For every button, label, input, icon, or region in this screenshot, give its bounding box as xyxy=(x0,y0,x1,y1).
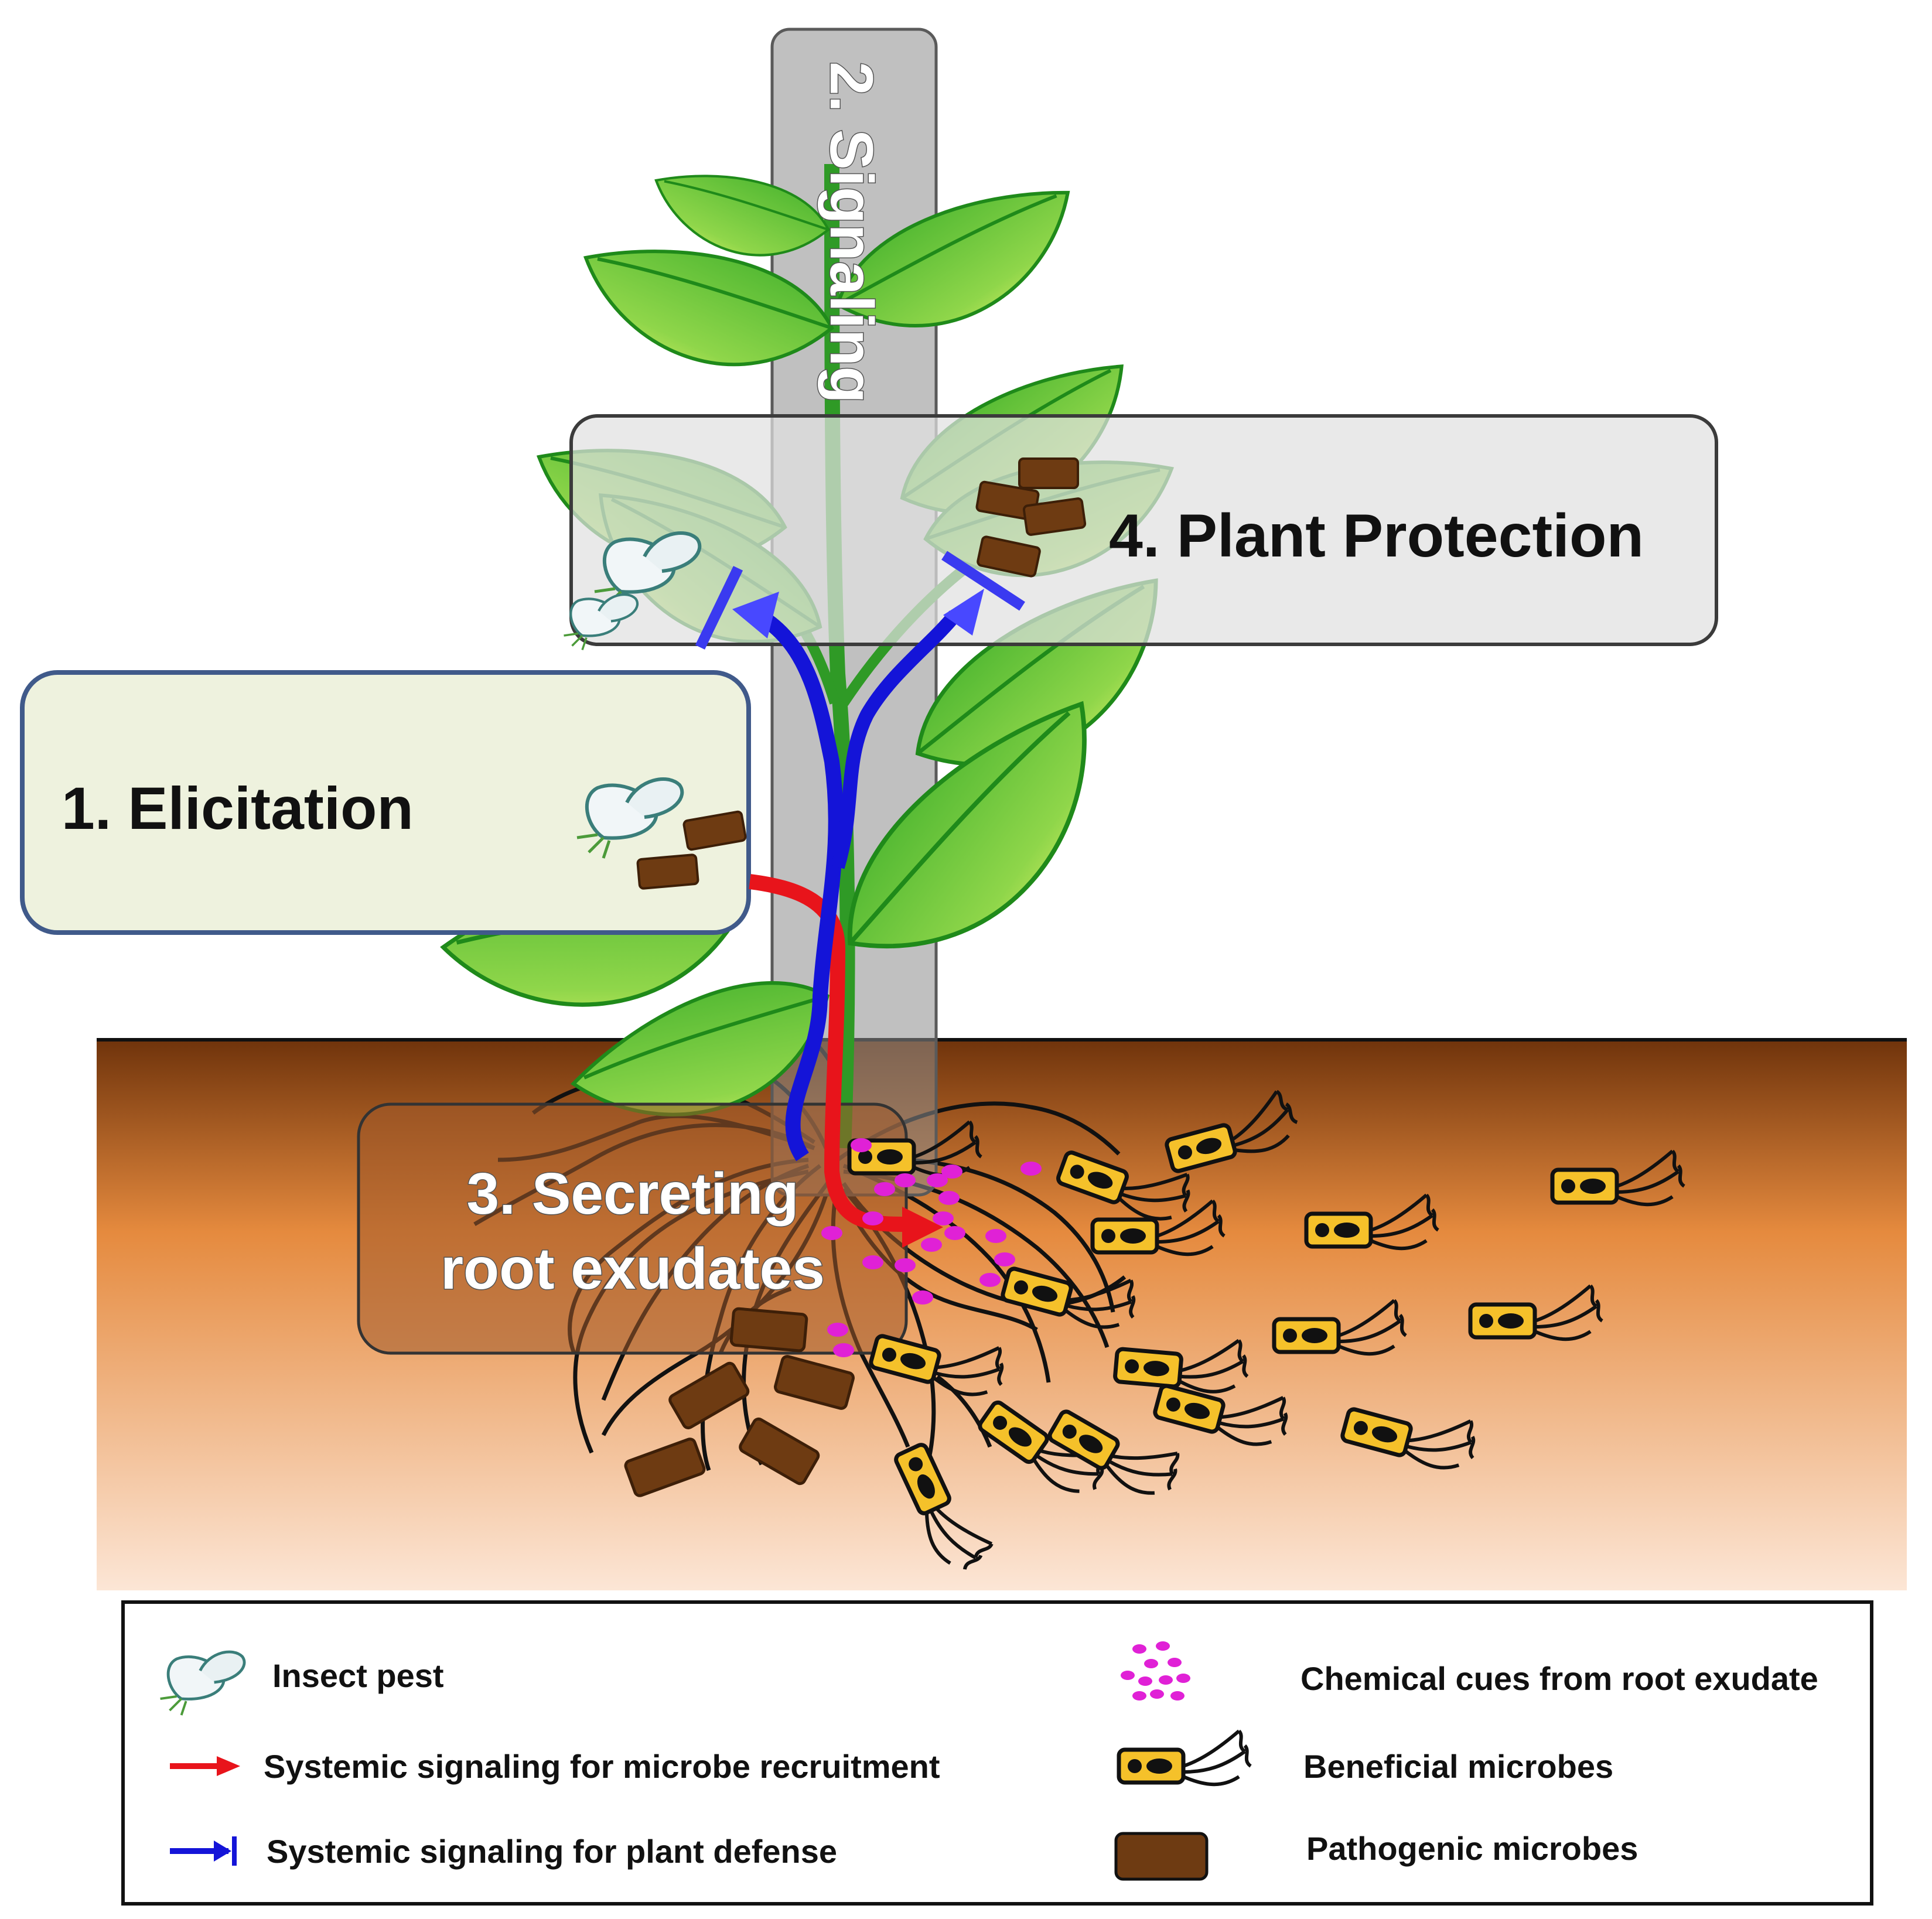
microbe-recruitment-arrow xyxy=(749,874,903,1232)
plant-defense-arrowhead-right xyxy=(943,589,984,636)
red-arrowhead-icon xyxy=(217,1756,240,1776)
pathogenic-microbe-icon xyxy=(1114,1832,1209,1881)
chemical-cue-icon xyxy=(1121,1641,1190,1701)
legend-box xyxy=(121,1600,1873,1906)
legend-pathogenic-microbes: Pathogenic microbes xyxy=(1306,1830,1638,1867)
microbe-recruitment-arrowhead xyxy=(902,1207,943,1248)
legend-microbe-recruitment: Systemic signaling for microbe recruitme… xyxy=(264,1748,940,1785)
elicitation-label: 1. Elicitation xyxy=(62,775,414,842)
defense-block-left xyxy=(695,566,743,650)
legend-chemical-cues: Chemical cues from root exudate xyxy=(1300,1660,1818,1697)
chemical-cues xyxy=(821,1138,1042,1357)
blue-arrowhead-icon xyxy=(214,1841,231,1862)
secreting-label-line2: root exudates xyxy=(441,1236,825,1302)
plant-defense-arrow xyxy=(763,614,844,1162)
plant-protection-label: 4. Plant Protection xyxy=(1109,502,1644,570)
legend-insect-pest: Insect pest xyxy=(272,1657,444,1694)
signaling-label: 2. Signaling xyxy=(817,62,885,404)
legend-plant-defense: Systemic signaling for plant defense xyxy=(267,1833,837,1870)
plant-defense-arrowhead-left xyxy=(732,592,779,638)
plant-defense-arrow-right xyxy=(831,610,961,869)
secreting-label-line1: 3. Secreting xyxy=(467,1161,799,1227)
legend-beneficial-microbes: Beneficial microbes xyxy=(1303,1748,1613,1785)
elicitation-box xyxy=(20,670,751,935)
defense-block-right xyxy=(941,551,1025,611)
plant-protection-box xyxy=(569,414,1718,646)
legend: Insect pest Systemic signaling for micro… xyxy=(121,1600,1873,1906)
